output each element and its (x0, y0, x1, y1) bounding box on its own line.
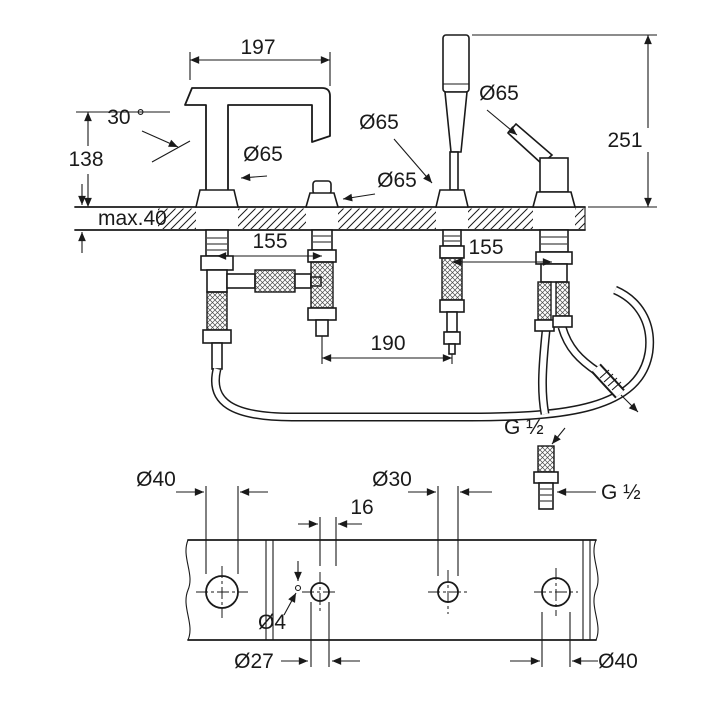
deck-holes (196, 566, 578, 618)
valve-underbody (307, 229, 337, 337)
spout-escutcheon (194, 189, 240, 208)
dim-mixer-hole-dia: Ø40 (598, 650, 638, 673)
dim-holder-base-dia: Ø65 (359, 111, 399, 134)
mixer-underbody (533, 229, 639, 510)
dim-pitch-left: 155 (252, 230, 287, 253)
dim-spout-hole-dia: Ø40 (136, 468, 176, 491)
dim-pin-offset: 16 (350, 496, 373, 519)
elevation-view: 197 30 ° 138 max.40 Ø65 Ø65 Ø65 Ø65 (68, 34, 657, 510)
hose-end-fitting-angled (591, 363, 639, 413)
dim-thread-bottom: G ½ (601, 481, 641, 504)
dim-mixer-base-dia: Ø65 (479, 82, 519, 105)
hand-shower (434, 34, 470, 208)
shower-underbody (439, 229, 465, 355)
dim-spout-reach: 197 (240, 36, 275, 59)
plan-dimensions: Ø40 Ø30 16 Ø4 Ø27 (136, 468, 638, 673)
valve-escutcheon (304, 192, 340, 208)
dim-valve-hole-dia: Ø27 (234, 650, 274, 673)
valve-top (304, 180, 340, 208)
shower-holder-escutcheon (434, 189, 470, 208)
mixer-escutcheon (531, 191, 577, 208)
plan-view: Ø40 Ø30 16 Ø4 Ø27 (136, 468, 638, 673)
spout (184, 87, 331, 208)
dim-pitch-middle: 190 (370, 332, 405, 355)
deck-strip (185, 539, 599, 641)
break-line-left (185, 539, 191, 641)
lever-mixer (506, 122, 577, 208)
dim-spout-base-dia: Ø65 (243, 143, 283, 166)
dim-handshower-height: 251 (607, 129, 642, 152)
break-line-right (593, 539, 599, 641)
elevation-dimensions: 197 30 ° 138 max.40 Ø65 Ø65 Ø65 Ø65 (68, 34, 657, 504)
dim-valve-base-dia: Ø65 (377, 169, 417, 192)
dim-holder-hole-dia: Ø30 (372, 468, 412, 491)
dim-pitch-right: 155 (468, 236, 503, 259)
shower-hose-loop (211, 285, 655, 422)
hose-end-fitting-vertical (533, 445, 559, 510)
pin-hole (294, 584, 302, 592)
dim-spout-height: 138 (68, 148, 103, 171)
dim-pin-hole-dia: Ø4 (258, 611, 286, 634)
dim-deck-thickness: max.40 (98, 207, 167, 230)
dim-spout-angle: 30 ° (107, 106, 145, 129)
dim-thread-top: G ½ (504, 416, 544, 439)
